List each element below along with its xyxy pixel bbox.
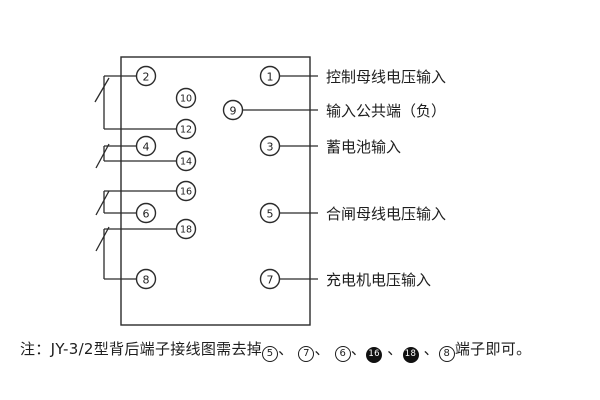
note-separator: 、 xyxy=(382,340,403,358)
terminal-3-number: 3 xyxy=(267,141,274,154)
terminal-5: 5 xyxy=(259,202,281,224)
wiring-left-contact-3 xyxy=(95,190,177,216)
note-terminal-18: 18 xyxy=(402,347,419,363)
label-common-negative: 输入公共端（负） xyxy=(326,102,446,120)
terminal-1: 1 xyxy=(259,65,281,87)
label-battery-input: 蓄电池输入 xyxy=(326,138,401,156)
contact-slash-icon xyxy=(95,226,110,252)
terminal-4: 4 xyxy=(135,135,157,157)
terminal-1-number: 1 xyxy=(267,71,274,84)
terminal-7-number: 7 xyxy=(267,274,274,287)
contact-slash-icon xyxy=(95,190,110,216)
terminal-4-number: 4 xyxy=(143,141,150,154)
terminal-9-number: 9 xyxy=(230,105,237,118)
note-terminal-6: 6 xyxy=(334,346,351,362)
label-closing-bus-input: 合闸母线电压输入 xyxy=(326,205,446,223)
wiring-right-leads xyxy=(242,75,318,280)
terminal-8-number: 8 xyxy=(143,274,150,287)
contact-slash-icon xyxy=(95,143,110,169)
wiring-left-contact-4 xyxy=(95,226,177,280)
note-separator: 、 xyxy=(350,340,367,358)
terminal-18-number: 18 xyxy=(180,225,192,236)
terminal-2-number: 2 xyxy=(143,71,150,84)
terminal-9: 9 xyxy=(222,99,244,121)
note-terminal-7: 7 xyxy=(298,346,315,362)
terminal-10: 10 xyxy=(175,87,197,109)
terminal-5-number: 5 xyxy=(267,208,274,221)
terminal-2: 2 xyxy=(135,65,157,87)
terminal-18: 18 xyxy=(175,218,197,240)
note-terminal-8: 8 xyxy=(438,346,455,362)
terminal-10-number: 10 xyxy=(180,94,192,105)
terminal-6: 6 xyxy=(135,202,157,224)
note-text: 端子即可。 xyxy=(454,340,532,358)
label-control-bus-input: 控制母线电压输入 xyxy=(326,68,446,86)
label-charger-input: 充电机电压输入 xyxy=(326,271,431,289)
note-separator: 、 xyxy=(278,340,299,358)
wiring-left-contact-1 xyxy=(94,75,177,130)
terminal-16-number: 16 xyxy=(180,187,192,198)
terminal-14-number: 14 xyxy=(180,157,192,168)
terminal-3: 3 xyxy=(259,135,281,157)
note-separator: 、 xyxy=(418,340,439,358)
terminal-12-number: 12 xyxy=(180,125,192,136)
terminal-8: 8 xyxy=(135,268,157,290)
terminal-14: 14 xyxy=(175,150,197,172)
note-terminal-5: 5 xyxy=(262,346,279,362)
terminal-6-number: 6 xyxy=(143,208,150,221)
note-text: 注：JY-3/2型背后端子接线图需去掉 xyxy=(20,340,263,358)
wiring-left-contact-2 xyxy=(95,143,177,169)
terminal-7: 7 xyxy=(259,268,281,290)
terminal-16: 16 xyxy=(175,180,197,202)
contact-slash-icon xyxy=(94,77,110,103)
terminal-12: 12 xyxy=(175,118,197,140)
note-separator: 、 xyxy=(314,340,335,358)
note-terminal-16: 16 xyxy=(366,347,383,363)
